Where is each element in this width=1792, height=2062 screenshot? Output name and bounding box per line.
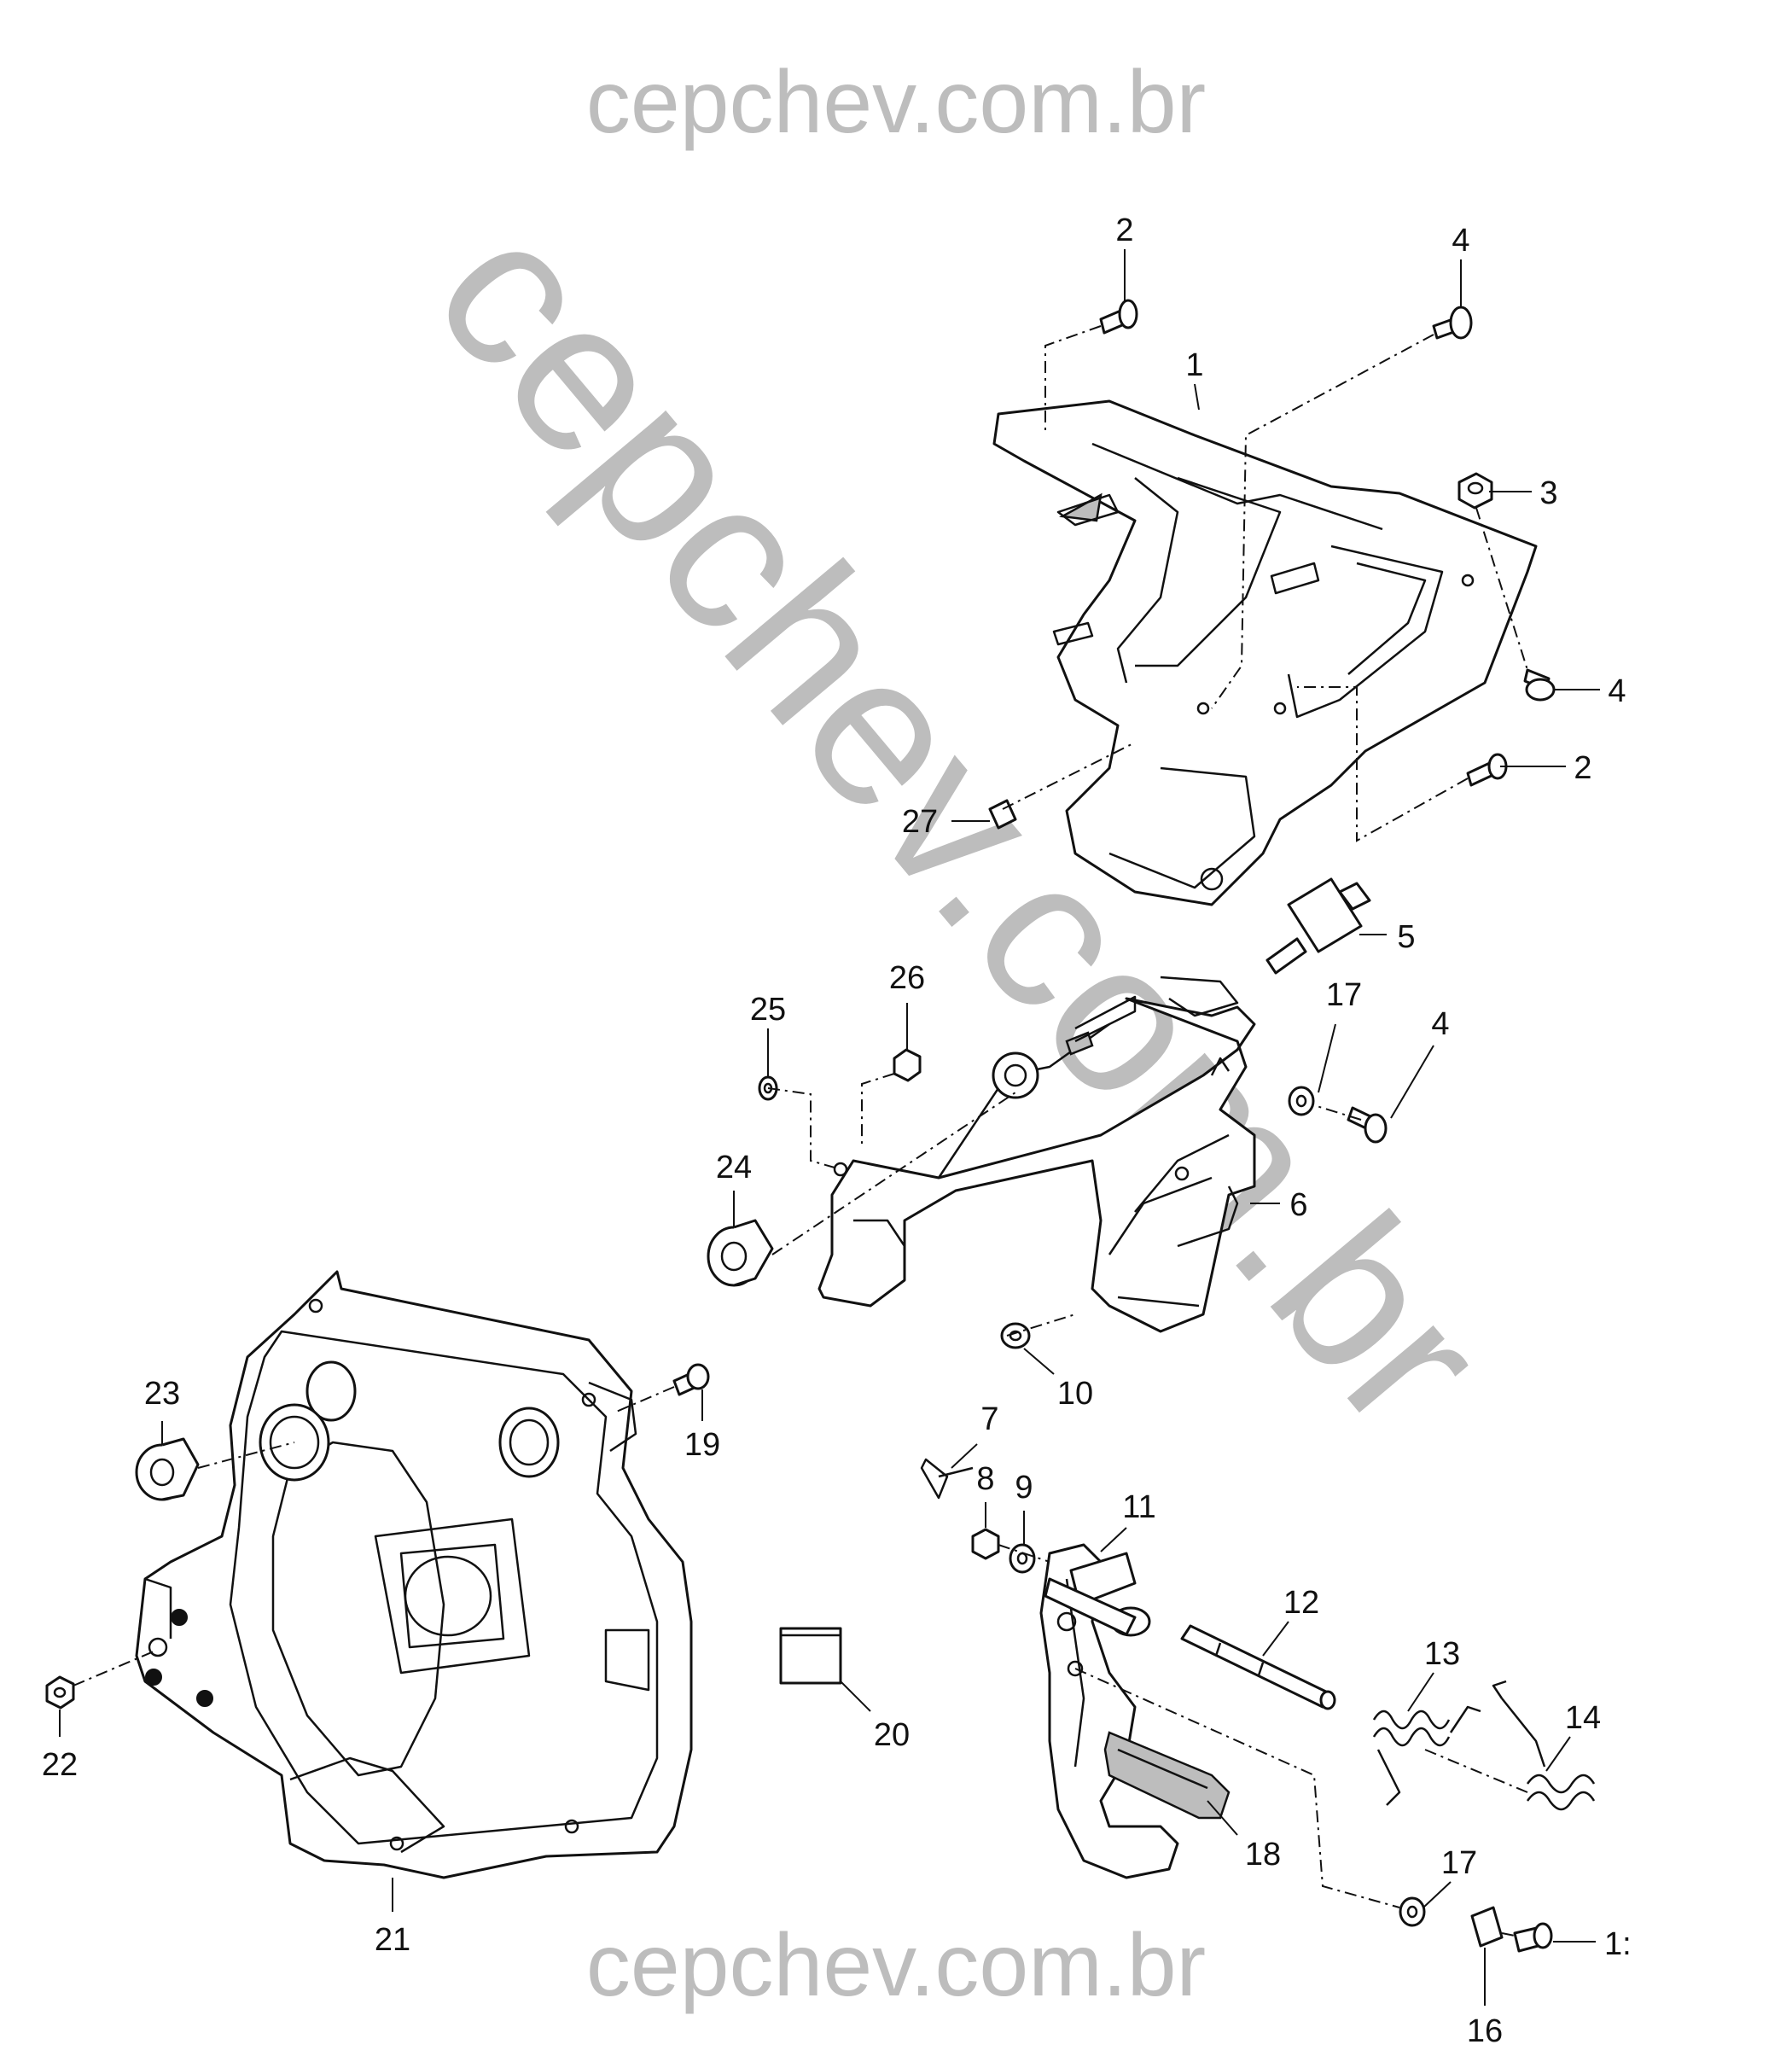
callout-6: 6 <box>1289 1187 1307 1223</box>
nut-22 <box>45 1675 75 1710</box>
bolt-2-lower <box>1466 753 1508 787</box>
bolt-4-upper <box>1432 306 1473 340</box>
callout-20: 20 <box>874 1717 910 1753</box>
callout-7: 7 <box>980 1401 998 1437</box>
washer-17-upper <box>1288 1086 1315 1116</box>
clip-16 <box>1470 1906 1504 1948</box>
washer-10 <box>1000 1322 1031 1349</box>
washer-9 <box>1009 1543 1036 1574</box>
clutch-pedal-arm <box>1039 1543 1179 1879</box>
callout-3: 3 <box>1539 475 1557 511</box>
callout-labels: 1 2 4 3 4 2 27 5 17 4 6 25 26 24 10 19 2… <box>42 213 1632 2049</box>
callout-21: 21 <box>375 1922 410 1958</box>
callout-11: 11 <box>1122 1489 1155 1525</box>
callout-17-upper: 17 <box>1326 977 1362 1013</box>
callout-22: 22 <box>42 1747 78 1783</box>
callout-19: 19 <box>684 1427 720 1463</box>
pin-7 <box>920 1458 974 1500</box>
bushing-23 <box>135 1437 200 1501</box>
callout-25: 25 <box>750 992 786 1028</box>
pedal-support <box>817 976 1256 1333</box>
callout-17-lower: 17 <box>1441 1845 1477 1881</box>
callout-9: 9 <box>1015 1470 1033 1506</box>
callout-4-middle: 4 <box>1431 1006 1449 1042</box>
watermark-bottom: cepchev.com.br <box>586 1916 1206 2015</box>
callout-4-upper: 4 <box>1452 223 1469 259</box>
nut-8 <box>971 1528 1000 1560</box>
callout-4-right: 4 <box>1608 673 1626 709</box>
callout-2-lower: 2 <box>1574 750 1591 786</box>
callout-27: 27 <box>902 804 938 840</box>
callout-24: 24 <box>716 1150 752 1185</box>
leader-lines <box>59 249 1600 2006</box>
bolt-19 <box>672 1363 710 1396</box>
bolt-2-upper <box>1099 299 1138 335</box>
callout-26: 26 <box>889 960 925 996</box>
pad-20 <box>779 1627 842 1685</box>
callout-13: 13 <box>1424 1636 1460 1672</box>
cover-plate <box>135 1270 693 1879</box>
watermark-top: cepchev.com.br <box>586 53 1206 152</box>
pin-15 <box>1513 1922 1553 1953</box>
callout-8: 8 <box>976 1461 994 1497</box>
callout-14: 14 <box>1565 1700 1601 1736</box>
pedal-shaft <box>1180 1624 1336 1710</box>
washer-17-lower <box>1399 1896 1426 1927</box>
callout-15: 1: <box>1604 1926 1632 1962</box>
bushing-24 <box>707 1219 774 1287</box>
pedal-pad <box>1103 1731 1231 1820</box>
assembly-lines <box>73 325 1528 1937</box>
nut-26 <box>893 1048 922 1082</box>
callout-16: 16 <box>1467 2013 1503 2049</box>
assist-spring <box>1492 1680 1596 1811</box>
callout-1: 1 <box>1185 347 1203 383</box>
switch-5 <box>1265 877 1371 975</box>
callout-18: 18 <box>1245 1837 1281 1873</box>
callout-12: 12 <box>1283 1585 1319 1621</box>
clip-nut-27 <box>988 799 1017 830</box>
nut-3 <box>1457 472 1493 510</box>
callout-2-upper: 2 <box>1115 213 1133 248</box>
return-spring <box>1372 1705 1481 1806</box>
bolt-4-right <box>1523 668 1556 702</box>
callout-5: 5 <box>1397 919 1415 955</box>
upper-pedal-bracket <box>992 399 1538 906</box>
watermark-diagonal: cepchev.com.br <box>391 176 1531 1471</box>
callout-23: 23 <box>144 1376 180 1412</box>
callout-10: 10 <box>1057 1376 1093 1412</box>
